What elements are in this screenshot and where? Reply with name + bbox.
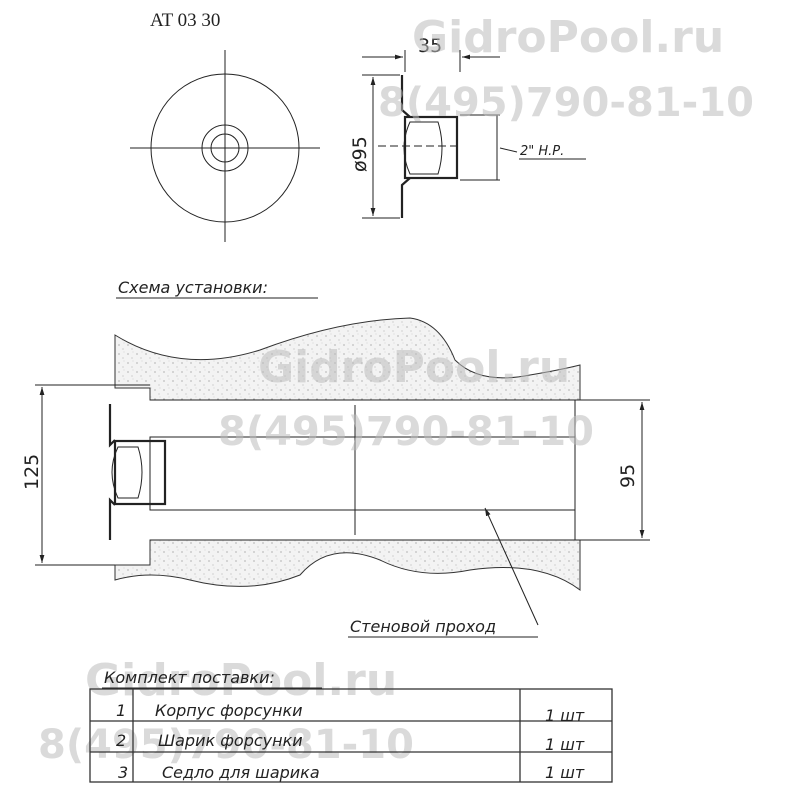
installation-title: Схема установки:: [118, 278, 268, 297]
watermark-site: GidroPool.ru: [258, 342, 570, 393]
watermark-phone: 8(495)790-81-10: [218, 409, 594, 455]
watermark-site: GidroPool.ru: [85, 655, 397, 706]
kit-title: Комплект поставки:: [104, 668, 275, 687]
table-row: 1 Корпус форсунки 1 шт: [116, 701, 585, 725]
row-num: 3: [118, 763, 128, 782]
front-view: [130, 50, 320, 242]
dim-depth: 35: [418, 35, 442, 57]
side-view: 35 ø95 2" Н.Р.: [349, 35, 586, 219]
dim-wall: 125: [21, 454, 43, 490]
wall-upper: [114, 317, 581, 401]
row-num: 2: [116, 731, 126, 750]
kit-table: [89, 688, 613, 783]
row-qty: 1 шт: [545, 735, 585, 754]
watermark-phone: 8(495)790-81-10: [38, 722, 414, 768]
table-row: 2 Шарик форсунки 1 шт: [116, 731, 585, 754]
dim-diameter: ø95: [349, 136, 371, 172]
row-name: Корпус форсунки: [155, 701, 303, 720]
watermark-phone: 8(495)790-81-10: [378, 80, 754, 126]
watermark-site: GidroPool.ru: [412, 12, 724, 63]
wall-lower: [114, 539, 581, 591]
dim-pipe: 95: [617, 464, 639, 488]
thread-label: 2" Н.Р.: [520, 144, 564, 159]
row-qty: 1 шт: [545, 706, 585, 725]
row-num: 1: [116, 701, 126, 720]
model-code: AT 03 30: [150, 10, 220, 31]
row-name: Седло для шарика: [162, 763, 320, 782]
row-qty: 1 шт: [545, 763, 585, 782]
table-row: 3 Седло для шарика 1 шт: [118, 763, 585, 782]
installation-scheme: 125 95 Стеновой проход: [21, 317, 650, 638]
row-name: Шарик форсунки: [158, 731, 303, 750]
wall-passage-label: Стеновой проход: [350, 617, 496, 636]
